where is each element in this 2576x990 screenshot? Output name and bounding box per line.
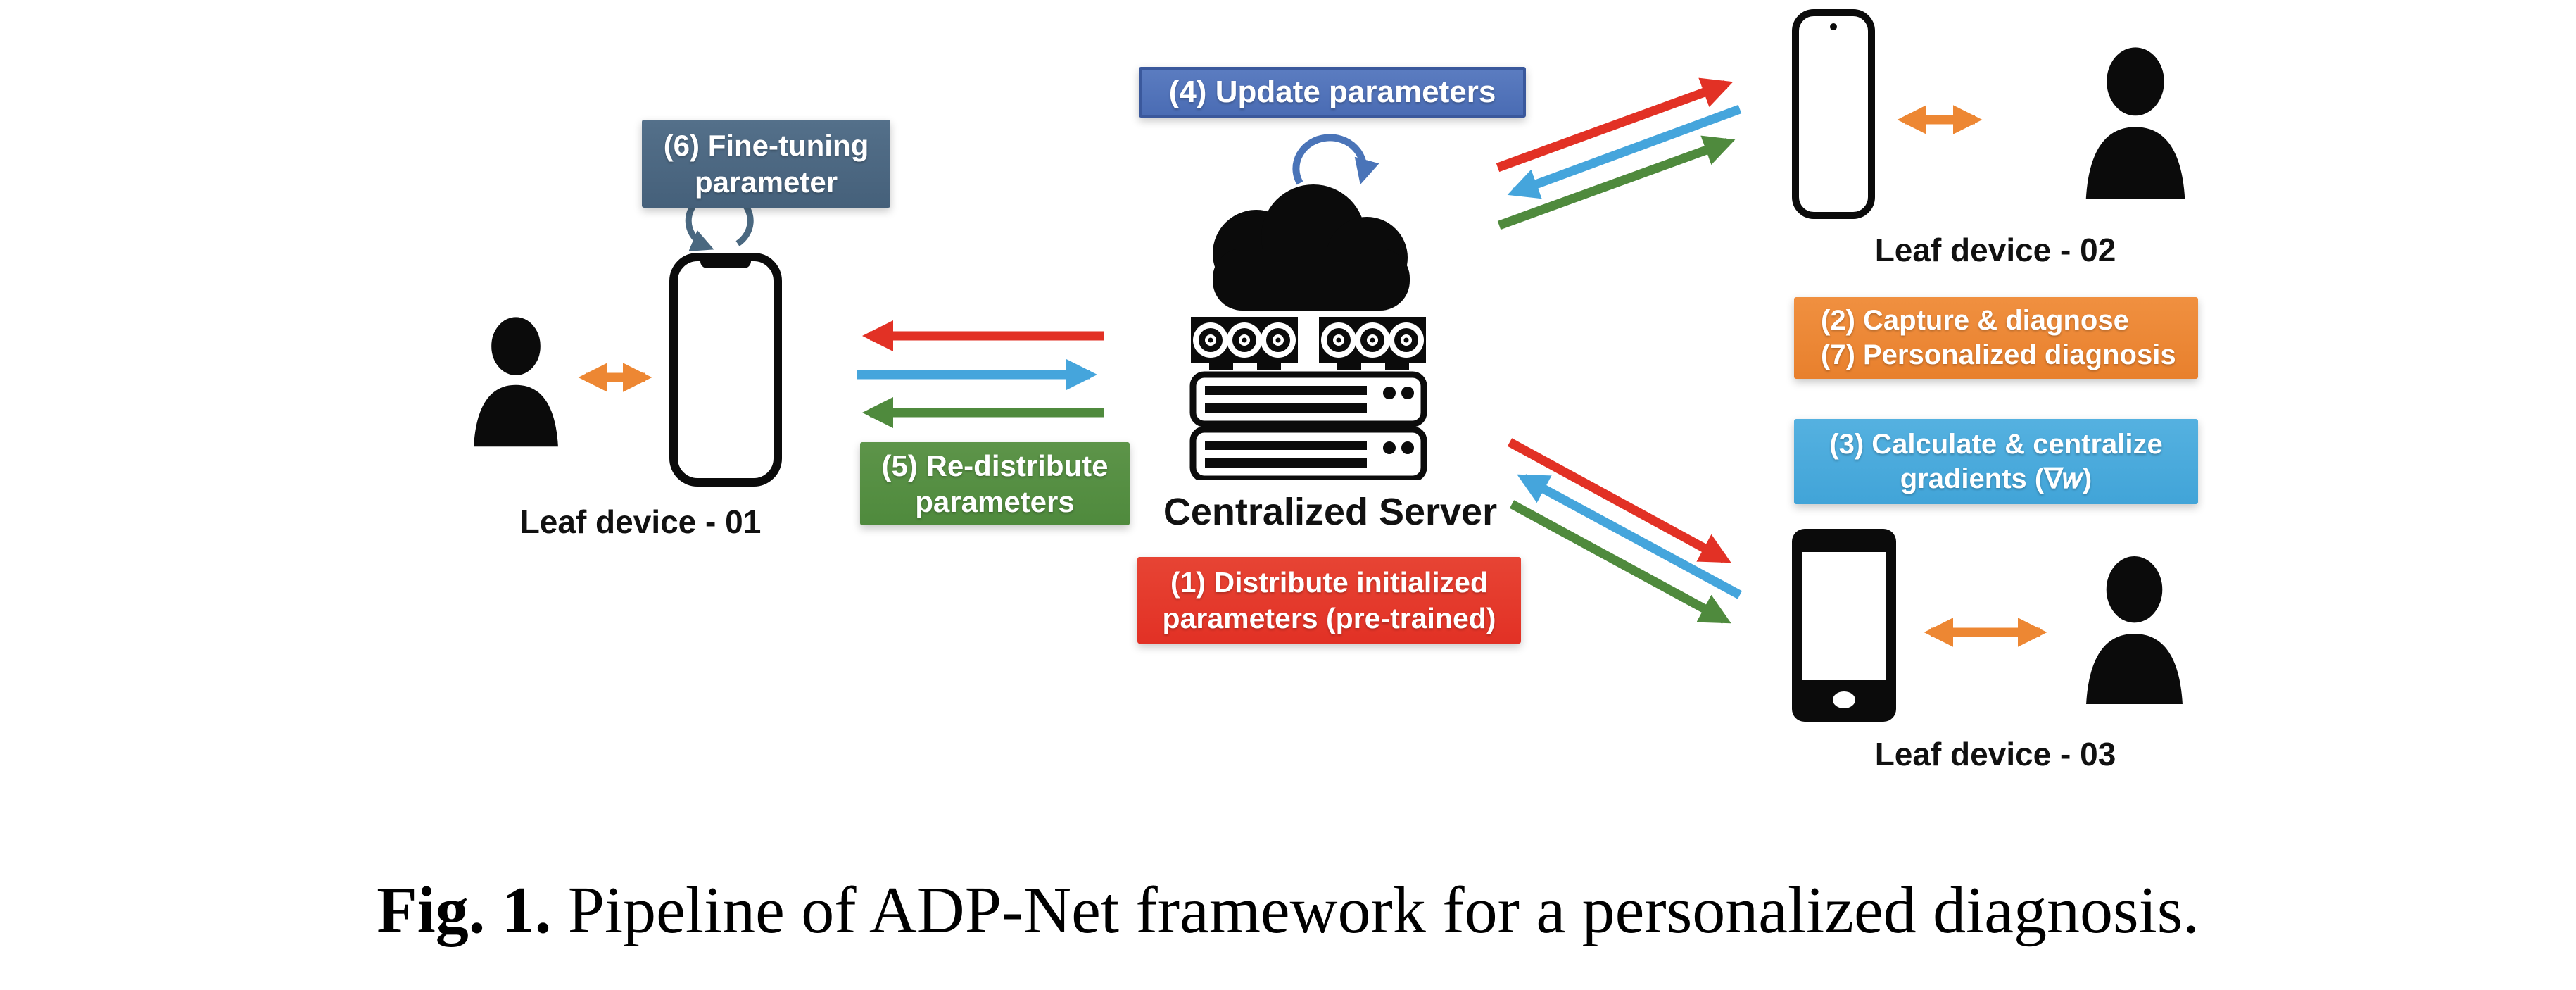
step3-gradients-box: (3) Calculate & centralize gradients (∇𝑤… [1794,419,2198,504]
gpu-fan-cards [1191,317,1426,370]
user-02-person-icon [2085,40,2185,199]
leaf-device-01-phone-icon [669,253,782,487]
step6-fine-tuning-box: (6) Fine-tuning parameter [642,120,890,208]
arrow-server-to-leaf02-green [1497,135,1736,230]
step1-line2: parameters (pre-trained) [1162,601,1496,634]
step5-line1: (5) Re-distribute [881,449,1109,482]
step1-line1: (1) Distribute initialized [1170,566,1489,599]
step3-line1: (3) Calculate & centralize [1829,428,2163,460]
user-03-person-icon [2086,549,2183,704]
centralized-server-label: Centralized Server [1163,491,1498,533]
step1-distribute-box: (1) Distribute initialized parameters (p… [1137,557,1521,644]
leaf-device-02-phone-icon [1792,9,1875,219]
step3-line2: gradients (∇𝑤) [1900,463,2092,494]
rack-servers [1189,371,1427,480]
caption-number: Fig. 1. [377,874,552,947]
step7-line: (7) Personalized diagnosis [1821,339,2176,370]
step2-7-capture-diagnose-box: (2) Capture & diagnose (7) Personalized … [1794,297,2198,379]
leaf-device-03-label: Leaf device - 03 [1874,736,2116,772]
arrow-update-loop-blue [1292,134,1379,185]
step2-line: (2) Capture & diagnose [1821,305,2129,337]
centralized-server-icon [1189,184,1427,480]
leaf-device-03-phone-icon [1792,529,1896,722]
arrow-server-to-leaf03-red [1507,438,1731,563]
user-01-person-icon [474,311,558,447]
leaf-device-02-label: Leaf device - 02 [1874,232,2116,268]
step6-line2: parameter [694,165,838,199]
step6-line1: (6) Fine-tuning [663,129,869,163]
caption-text: Pipeline of ADP-Net framework for a pers… [551,874,2199,947]
step4-update-parameters-box: (4) Update parameters [1139,67,1526,118]
arrow-server-to-leaf02-red [1496,77,1734,173]
step4-label: (4) Update parameters [1168,75,1496,110]
figure-caption: Fig. 1. Pipeline of ADP-Net framework fo… [0,867,2576,953]
arrow-leaf02-to-server-blue [1507,104,1742,199]
step5-redistribute-box: (5) Re-distribute parameters [860,442,1130,525]
leaf-device-01-label: Leaf device - 01 [519,503,762,540]
step5-line2: parameters [915,485,1075,518]
arrow-server-to-leaf03-green [1509,500,1731,624]
arrow-leaf03-to-server-blue [1517,474,1743,599]
